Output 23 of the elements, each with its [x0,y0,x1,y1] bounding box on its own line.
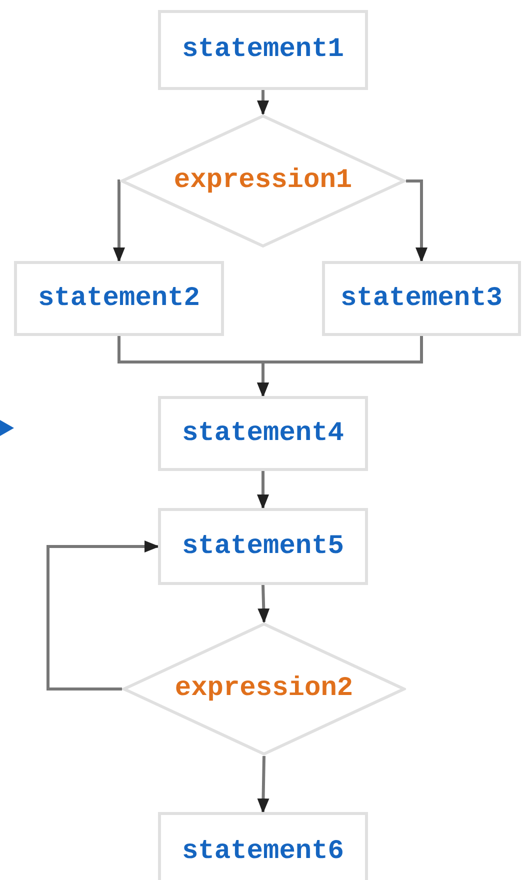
node-label: statement2 [38,284,200,314]
arrow [257,90,269,116]
arrow [257,471,269,510]
process-box [158,812,368,880]
process-box [322,261,521,336]
arrow [257,756,270,814]
decision-diamond [120,114,406,248]
process-box [158,10,368,90]
node-label: statement6 [182,837,344,867]
arrow [46,540,160,690]
process-box [158,396,368,471]
process-box [14,261,224,336]
arrow [406,180,428,262]
node-label: statement3 [340,284,503,314]
node-label: statement1 [182,35,344,65]
process-box [158,508,368,585]
decision-diamond [122,622,406,756]
node-label: statement5 [182,532,344,562]
arrow [258,584,270,624]
arrow [113,180,125,262]
node-label: expression1 [174,166,352,196]
node-label: statement4 [182,418,344,448]
node-label: expression2 [174,674,354,704]
